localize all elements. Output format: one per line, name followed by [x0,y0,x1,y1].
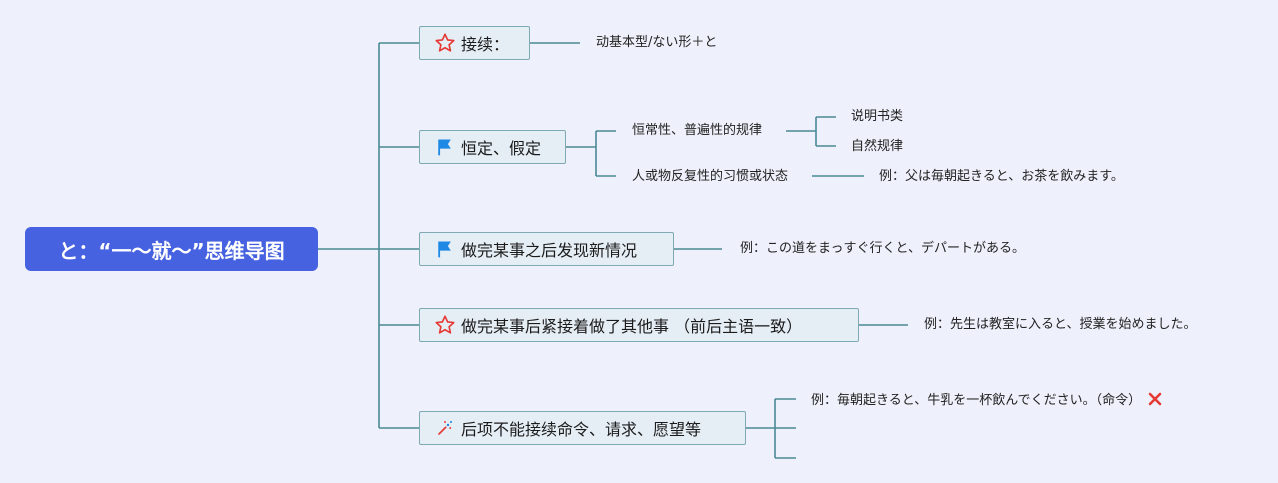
topic-label: 恒定、假定 [461,139,542,158]
leaf-habit[interactable]: 人或物反复性的习惯或状态 [632,169,789,184]
topic-connection[interactable]: 接续： [419,26,530,60]
flag-icon [434,238,456,260]
topic-label: 后项不能接续命令、请求、愿望等 [461,420,702,439]
root-topic[interactable]: と：“一〜就〜”思维导图 [25,227,318,271]
leaf-connection-form[interactable]: 动基本型/ない形＋と [596,35,718,50]
leaf-habit-example[interactable]: 例：父は毎朝起きると、お茶を飲みます。 [879,169,1124,184]
leaf-restriction-example[interactable]: 例：毎朝起きると、牛乳を一杯飲んでください。（命令） [811,391,1163,409]
leaf-restriction-example-text: 例：毎朝起きると、牛乳を一杯飲んでください。（命令） [811,393,1142,408]
star-outline-icon [434,32,456,54]
topic-sequential-action[interactable]: 做完某事后紧接着做了其他事 （前后主语一致） [419,308,859,342]
leaf-sequential-example[interactable]: 例：先生は教室に入ると、授業を始めました。 [924,317,1197,332]
flag-icon [434,136,456,158]
topic-label: 做完某事后紧接着做了其他事 （前后主语一致） [461,317,803,336]
leaf-manual[interactable]: 说明书类 [851,109,904,124]
root-topic-label: と：“一〜就〜”思维导图 [58,238,285,263]
topic-discovery[interactable]: 做完某事之后发现新情况 [419,232,674,266]
leaf-natural-law[interactable]: 自然规律 [851,139,904,154]
sparkle-icon [434,417,456,439]
cross-icon [1147,391,1163,407]
topic-label: 接续： [461,35,510,54]
topic-constancy-hypothesis[interactable]: 恒定、假定 [419,130,566,164]
topic-label: 做完某事之后发现新情况 [461,241,638,260]
star-outline-icon [434,314,456,336]
leaf-constancy-rule[interactable]: 恒常性、普遍性的规律 [632,123,763,138]
leaf-discovery-example[interactable]: 例：この道をまっすぐ行くと、デパートがある。 [740,241,1025,256]
topic-restriction[interactable]: 后项不能接续命令、请求、愿望等 [419,411,746,445]
